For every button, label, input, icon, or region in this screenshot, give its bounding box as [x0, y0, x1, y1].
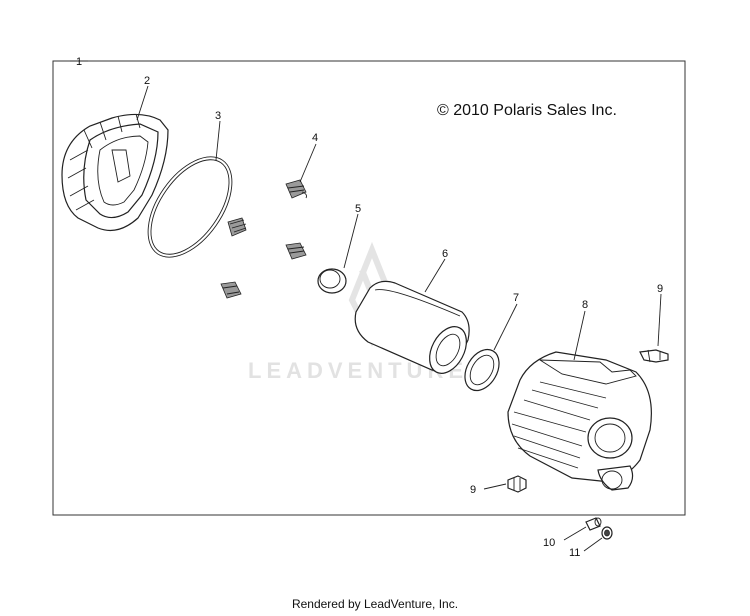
part-6-filter-element[interactable] [354, 280, 474, 379]
leader-9b [483, 483, 507, 490]
leader-3 [215, 120, 221, 161]
callout-9b[interactable]: 9 [470, 484, 476, 496]
callout-9a[interactable]: 9 [657, 283, 663, 295]
callout-6[interactable]: 6 [442, 248, 448, 260]
leader-7 [493, 303, 518, 351]
leader-11 [583, 537, 603, 552]
copyright-text: © 2010 Polaris Sales Inc. [437, 102, 617, 119]
part-10-cap[interactable] [585, 517, 602, 531]
leader-6 [424, 258, 446, 293]
assembly-frame [52, 60, 686, 516]
part-3-seal-ring[interactable] [131, 142, 249, 272]
leader-8 [573, 310, 586, 361]
callout-4[interactable]: 4 [312, 132, 318, 144]
part-8-air-box-housing[interactable] [507, 351, 652, 491]
part-5-plug[interactable] [317, 268, 347, 294]
part-4-clips[interactable] [220, 179, 307, 299]
callout-11[interactable]: 11 [569, 547, 580, 559]
leader-5 [343, 213, 359, 269]
part-11-plug-small[interactable] [601, 526, 613, 540]
callout-3[interactable]: 3 [215, 110, 221, 122]
callout-7[interactable]: 7 [513, 292, 519, 304]
leader-10 [563, 526, 587, 541]
callout-1[interactable]: 1 [76, 56, 82, 68]
part-9-fitting-lower[interactable] [507, 475, 527, 493]
part-9-fitting-upper[interactable] [639, 349, 669, 363]
leader-9a [657, 293, 662, 347]
callout-5[interactable]: 5 [355, 203, 361, 215]
callout-8[interactable]: 8 [582, 299, 588, 311]
part-2-cover[interactable] [61, 113, 169, 231]
leader-4 [299, 143, 317, 183]
part-7-ring[interactable] [458, 343, 506, 396]
footer-credit: Rendered by LeadVenture, Inc. [291, 597, 459, 611]
callout-2[interactable]: 2 [144, 75, 150, 87]
leader-2 [136, 85, 149, 121]
callout-10[interactable]: 10 [543, 537, 555, 549]
